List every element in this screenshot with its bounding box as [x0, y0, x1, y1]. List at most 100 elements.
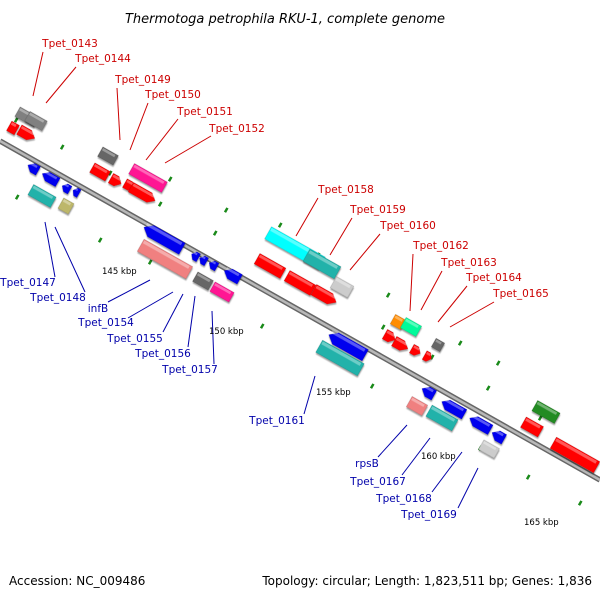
- gene-label-tpet_0149: Tpet_0149: [114, 74, 171, 86]
- genome-backbone: [0, 138, 600, 483]
- gene-glyph: [405, 396, 429, 416]
- gene-glyph: [491, 429, 508, 445]
- gene-glyph: [192, 271, 214, 291]
- gene-glyph: [208, 260, 220, 272]
- gene-label-tpet_0159: Tpet_0159: [349, 204, 406, 216]
- leader-line: [107, 279, 151, 303]
- spacer-dot: [537, 415, 543, 421]
- leader-line: [437, 285, 468, 323]
- gene-glyph: [223, 267, 243, 285]
- leader-line: [44, 221, 56, 278]
- gene-glyph: [27, 162, 42, 176]
- gene-label-rpsb: rpsB: [355, 458, 379, 470]
- gene-glyph: [27, 184, 57, 208]
- gene-glyph: [328, 330, 369, 362]
- gene-glyph: [302, 248, 342, 280]
- spacer-dot: [13, 117, 19, 123]
- leader-line: [303, 375, 316, 415]
- spacer-dot: [495, 360, 501, 366]
- gene-glyph: [128, 163, 168, 193]
- gene-label-tpet_0157: Tpet_0157: [161, 364, 218, 376]
- gene-glyph: [143, 222, 186, 255]
- spacer-dot: [369, 383, 375, 389]
- gene-glyph: [253, 253, 287, 279]
- gene-glyph: [97, 146, 119, 166]
- gene-label-tpet_0168: Tpet_0168: [375, 493, 432, 505]
- tick-label: 150 kbp: [209, 327, 244, 337]
- tick-label: 165 kbp: [524, 518, 559, 528]
- gene-label-tpet_0154: Tpet_0154: [77, 317, 134, 329]
- gene-label-tpet_0161: Tpet_0161: [248, 415, 305, 427]
- tick-label: 155 kbp: [316, 388, 351, 398]
- spacer-dot: [577, 500, 583, 506]
- spacer-dot: [277, 222, 283, 228]
- leader-line: [211, 310, 215, 365]
- gene-glyph: [408, 343, 421, 356]
- gene-label-tpet_0152: Tpet_0152: [208, 123, 265, 135]
- spacer-dot: [97, 237, 103, 243]
- tick-label: 160 kbp: [421, 452, 456, 462]
- spacer-dot: [14, 194, 20, 200]
- gene-glyph: [136, 238, 194, 280]
- spacer-dot: [157, 201, 163, 207]
- spacer-dot: [259, 323, 265, 329]
- gene-label-tpet_0150: Tpet_0150: [144, 89, 201, 101]
- tick-label: 145 kbp: [102, 267, 137, 277]
- map-title: Thermotoga petrophila RKU-1, complete ge…: [125, 12, 445, 27]
- gene-glyph: [199, 255, 210, 267]
- gene-glyph: [209, 281, 235, 303]
- gene-features: [6, 106, 600, 474]
- leader-line: [431, 451, 463, 493]
- gene-label-tpet_0160: Tpet_0160: [379, 220, 436, 232]
- gene-glyph: [390, 335, 409, 351]
- leader-line: [449, 301, 495, 328]
- leader-line: [164, 135, 212, 164]
- leader-line: [32, 51, 44, 97]
- gene-glyph: [549, 436, 600, 474]
- gene-glyph: [107, 172, 122, 187]
- gene-label-tpet_0151: Tpet_0151: [176, 106, 233, 118]
- gene-glyph: [127, 181, 156, 203]
- gene-label-tpet_0165: Tpet_0165: [492, 288, 549, 300]
- leader-line: [187, 295, 196, 348]
- kbp-ticks: 145 kbp 150 kbp 155 kbp 160 kbp 165 kbp: [102, 267, 559, 528]
- spacer-dot: [212, 230, 218, 236]
- gene-label-tpet_0163: Tpet_0163: [440, 257, 497, 269]
- gene-glyph: [16, 124, 36, 141]
- gene-glyph: [191, 251, 202, 263]
- gene-glyph: [399, 317, 423, 337]
- gene-glyph: [89, 162, 111, 182]
- spacer-dot: [385, 292, 391, 298]
- gene-label-tpet_0164: Tpet_0164: [465, 272, 522, 284]
- spacer-dot: [525, 474, 531, 480]
- spacer-dot: [223, 207, 229, 213]
- gene-labels: Tpet_0143Tpet_0144Tpet_0149Tpet_0150Tpet…: [0, 38, 549, 521]
- gene-label-tpet_0155: Tpet_0155: [106, 333, 163, 345]
- gene-glyph: [421, 350, 432, 362]
- gene-label-tpet_0148: Tpet_0148: [29, 292, 86, 304]
- gene-glyph: [531, 400, 561, 424]
- gene-label-tpet_0156: Tpet_0156: [134, 348, 191, 360]
- gene-label-tpet_0144: Tpet_0144: [74, 53, 131, 65]
- gene-label-tpet_0143: Tpet_0143: [41, 38, 98, 50]
- leader-line: [45, 66, 77, 104]
- gene-glyph: [72, 187, 82, 198]
- gene-glyph: [6, 120, 20, 136]
- gene-label-infb: infB: [88, 303, 108, 315]
- leader-line: [409, 253, 414, 312]
- gene-glyph: [478, 439, 500, 459]
- gene-glyph: [381, 328, 396, 343]
- gene-glyph: [61, 183, 73, 195]
- leader-line: [145, 118, 179, 161]
- gene-glyph: [24, 110, 48, 132]
- gene-glyph: [329, 276, 355, 298]
- accession-text: Accession: NC_009486: [9, 574, 146, 588]
- spacer-dot: [457, 340, 463, 346]
- gene-glyph: [283, 270, 317, 296]
- gene-glyph: [469, 414, 494, 436]
- label-leaders: [32, 51, 495, 509]
- leader-line: [377, 424, 408, 458]
- leader-line: [420, 270, 443, 311]
- gene-glyph: [57, 197, 75, 215]
